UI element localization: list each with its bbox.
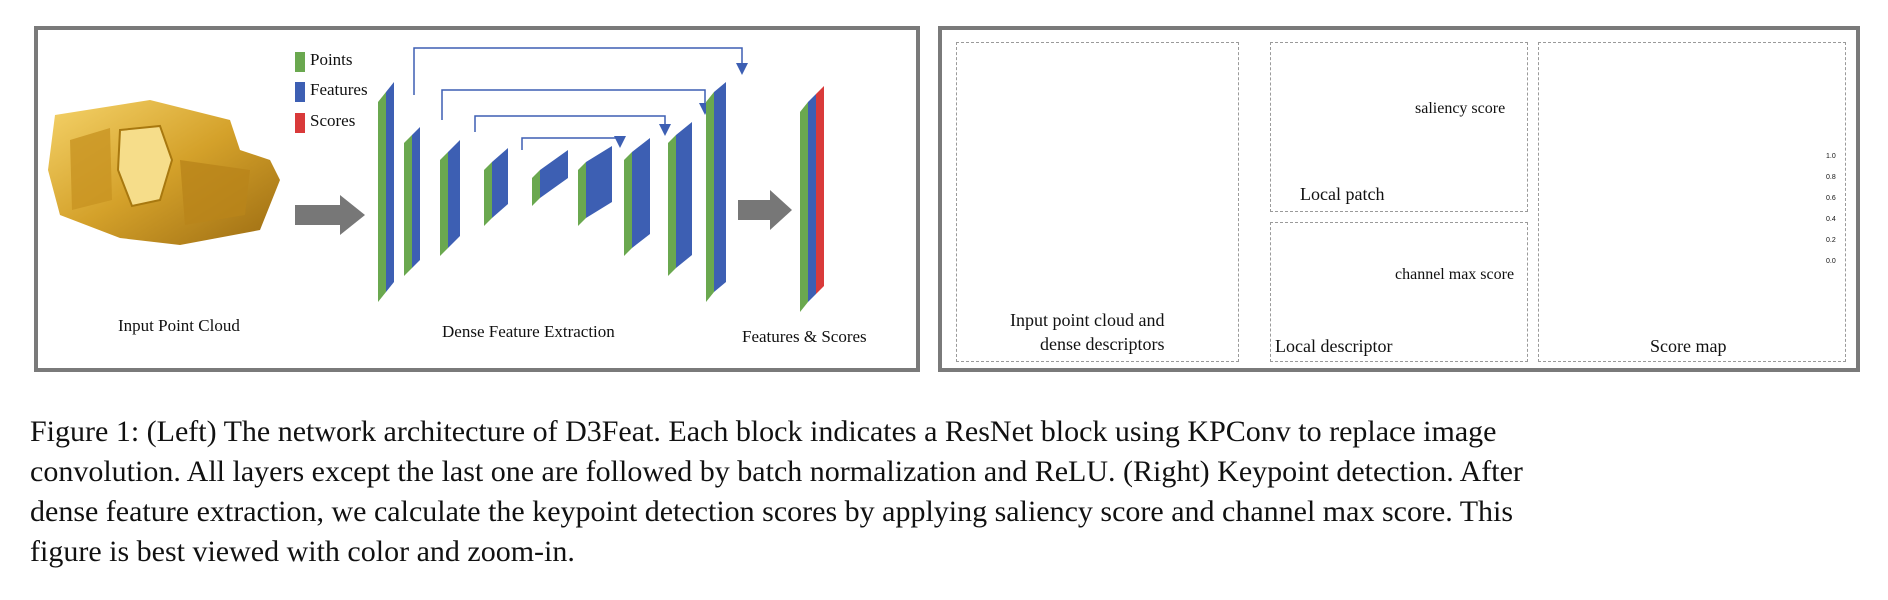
legend-scores-label: Scores <box>310 111 356 130</box>
channel-max-score-label: channel max score <box>1395 266 1515 283</box>
input-dashed-box <box>956 42 1239 362</box>
features-scores-label: Features & Scores <box>742 327 867 346</box>
colorbar-tick: 0.2 <box>1826 237 1836 244</box>
input-point-cloud-image <box>48 100 280 245</box>
output-block <box>800 86 824 312</box>
flow-arrow-icon <box>295 195 365 235</box>
caption-line: convolution. All layers except the last … <box>30 455 1523 488</box>
colorbar-tick: 0.6 <box>1826 195 1836 202</box>
input-point-cloud-label: Input Point Cloud <box>118 316 240 335</box>
local-patch-dashed-box <box>1270 42 1528 212</box>
legend-features-label: Features <box>310 80 368 99</box>
figure-caption: Figure 1: (Left) The network architectur… <box>30 412 1860 572</box>
colorbar-tick: 0.4 <box>1826 216 1836 223</box>
flow-arrow-icon <box>738 190 792 230</box>
score-map-label: Score map <box>1650 336 1727 356</box>
input-point-cloud-label-line2: dense descriptors <box>1040 334 1165 354</box>
saliency-score-label: saliency score <box>1415 100 1506 117</box>
score-map-dashed-box <box>1538 42 1846 362</box>
keypoint-detection-panel <box>938 26 1860 372</box>
colorbar-tick: 1.0 <box>1826 153 1836 160</box>
caption-line: Figure 1: (Left) The network architectur… <box>30 415 1497 448</box>
dense-feature-extraction-label: Dense Feature Extraction <box>442 322 615 341</box>
caption-line: figure is best viewed with color and zoo… <box>30 535 575 568</box>
legend-points-label: Points <box>310 50 353 69</box>
local-descriptor-label: Local descriptor <box>1275 336 1393 356</box>
legend-swatches <box>295 52 305 133</box>
colorbar-tick: 0.8 <box>1826 174 1836 181</box>
local-patch-label: Local patch <box>1300 184 1385 204</box>
input-point-cloud-label-line1: Input point cloud and <box>1010 310 1165 330</box>
skip-connections <box>413 47 748 150</box>
local-descriptor-dashed-box <box>1270 222 1528 362</box>
network-blocks <box>378 82 726 302</box>
colorbar-tick: 0.0 <box>1826 258 1836 265</box>
caption-line: dense feature extraction, we calculate t… <box>30 495 1514 528</box>
